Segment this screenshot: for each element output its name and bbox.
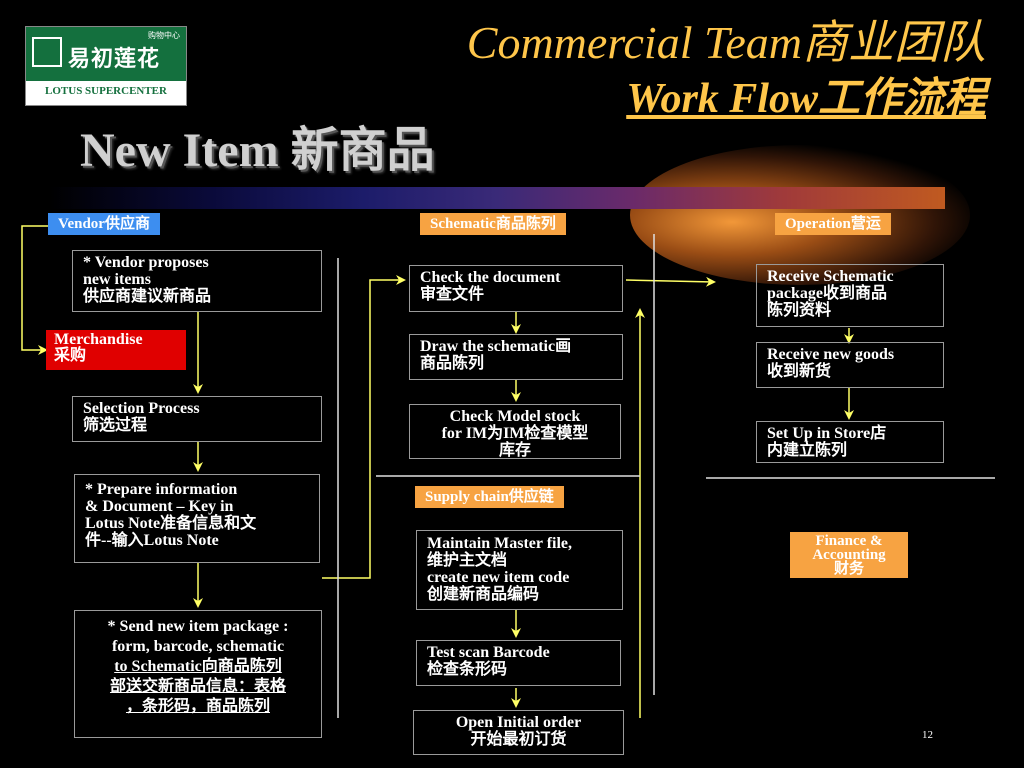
check-model-stock-box: Check Model stock for IM为IM检查模型 库存 [409, 404, 621, 459]
receive-schematic-box: Receive Schematic package收到商品 陈列资料 [756, 264, 944, 327]
box-line: * Send new item package : [107, 618, 289, 635]
gradient-bar [50, 187, 945, 209]
box-line: Check the document [420, 269, 561, 286]
vendor-propose-box: * Vendor proposes new items 供应商建议新商品 [72, 250, 322, 312]
setup-store-box: Set Up in Store店 内建立陈列 [756, 421, 944, 463]
box-line: * Vendor proposes [83, 254, 209, 271]
box-line: 审查文件 [420, 286, 485, 303]
box-line: Selection Process [83, 400, 200, 417]
section-heading: New Item 新商品 [80, 124, 435, 177]
title-line-2: Work Flow工作流程 [626, 76, 986, 122]
open-order-box: Open Initial order 开始最初订货 [413, 710, 624, 755]
box-line: ，条形码，商品陈列 [125, 698, 270, 715]
merchandise-label-en: Merchandise [54, 331, 143, 348]
operation-header: Operation营运 [775, 213, 891, 235]
box-line: 供应商建议新商品 [83, 288, 212, 305]
box-line: Maintain Master file, [427, 535, 573, 552]
finance-label-3: 财务 [833, 561, 864, 577]
supply-chain-header: Supply chain供应链 [415, 486, 564, 508]
box-line: package收到商品 [767, 285, 888, 302]
box-line: 开始最初订货 [470, 731, 567, 748]
box-line: create new item code [427, 569, 570, 586]
box-line: 创建新商品编码 [427, 586, 540, 603]
draw-schematic-box: Draw the schematic画 商品陈列 [409, 334, 623, 380]
box-line: Lotus Note准备信息和文 [85, 515, 257, 532]
to-operation-line [625, 276, 716, 287]
finance-label-1: Finance & [815, 533, 883, 549]
vendor-bracket-line [21, 225, 48, 355]
logo-english-name: LOTUS SUPERCENTER [45, 85, 167, 97]
box-line: new items [83, 271, 151, 288]
box-line: * Prepare information [85, 481, 238, 498]
box-line: Draw the schematic画 [420, 338, 572, 355]
finance-header: Finance & Accounting 财务 [790, 532, 908, 578]
logo-banner: 购物中心 易初莲花 [26, 27, 186, 81]
to-schematic-line [322, 275, 406, 579]
box-line: Test scan Barcode [427, 644, 550, 661]
box-line: 陈列资料 [767, 302, 832, 319]
schematic-header: Schematic商品陈列 [420, 213, 566, 235]
box-line: 检查条形码 [427, 661, 508, 678]
lotus-flower-icon [32, 37, 62, 67]
box-line: Open Initial order [455, 714, 582, 731]
page-number: 12 [922, 729, 933, 741]
box-line: 库存 [498, 442, 531, 459]
maintain-master-box: Maintain Master file, 维护主文档 create new i… [416, 530, 623, 610]
lotus-logo: 购物中心 易初莲花 LOTUS SUPERCENTER [25, 26, 187, 106]
selection-process-box: Selection Process 筛选过程 [72, 396, 322, 442]
box-line: 部送交新商品信息：表格 [109, 678, 286, 695]
box-line: 商品陈列 [420, 355, 485, 372]
box-line: Receive Schematic [767, 268, 894, 285]
box-line: 收到新货 [767, 363, 832, 380]
box-line: 筛选过程 [83, 417, 148, 434]
title-line-1: Commercial Team商业团队 [466, 17, 986, 68]
receive-goods-box: Receive new goods 收到新货 [756, 342, 944, 388]
box-line: Receive new goods [767, 346, 895, 363]
prepare-info-box: * Prepare information & Document – Key i… [74, 474, 320, 563]
logo-small-text: 购物中心 [148, 31, 180, 40]
box-line: Set Up in Store店 [767, 425, 887, 442]
test-scan-box: Test scan Barcode 检查条形码 [416, 640, 621, 686]
box-line: 件--输入Lotus Note [85, 532, 219, 549]
box-line: 内建立陈列 [767, 442, 848, 459]
box-line: for IM为IM检查模型 [441, 425, 589, 442]
send-package-box: * Send new item package : form, barcode,… [74, 610, 322, 738]
logo-chinese-name: 易初莲花 [68, 46, 161, 71]
box-line: 维护主文档 [427, 552, 508, 569]
box-line: to Schematic向商品陈列 [114, 658, 282, 675]
merchandise-header: Merchandise 采购 [46, 330, 186, 370]
box-line: & Document – Key in [85, 498, 234, 515]
box-line: Check Model stock [449, 408, 581, 425]
box-line: form, barcode, schematic [111, 638, 285, 655]
finance-label-2: Accounting [812, 547, 886, 563]
vendor-header: Vendor供应商 [48, 213, 160, 235]
check-document-box: Check the document 审查文件 [409, 265, 623, 312]
merchandise-label-cn: 采购 [54, 347, 87, 364]
